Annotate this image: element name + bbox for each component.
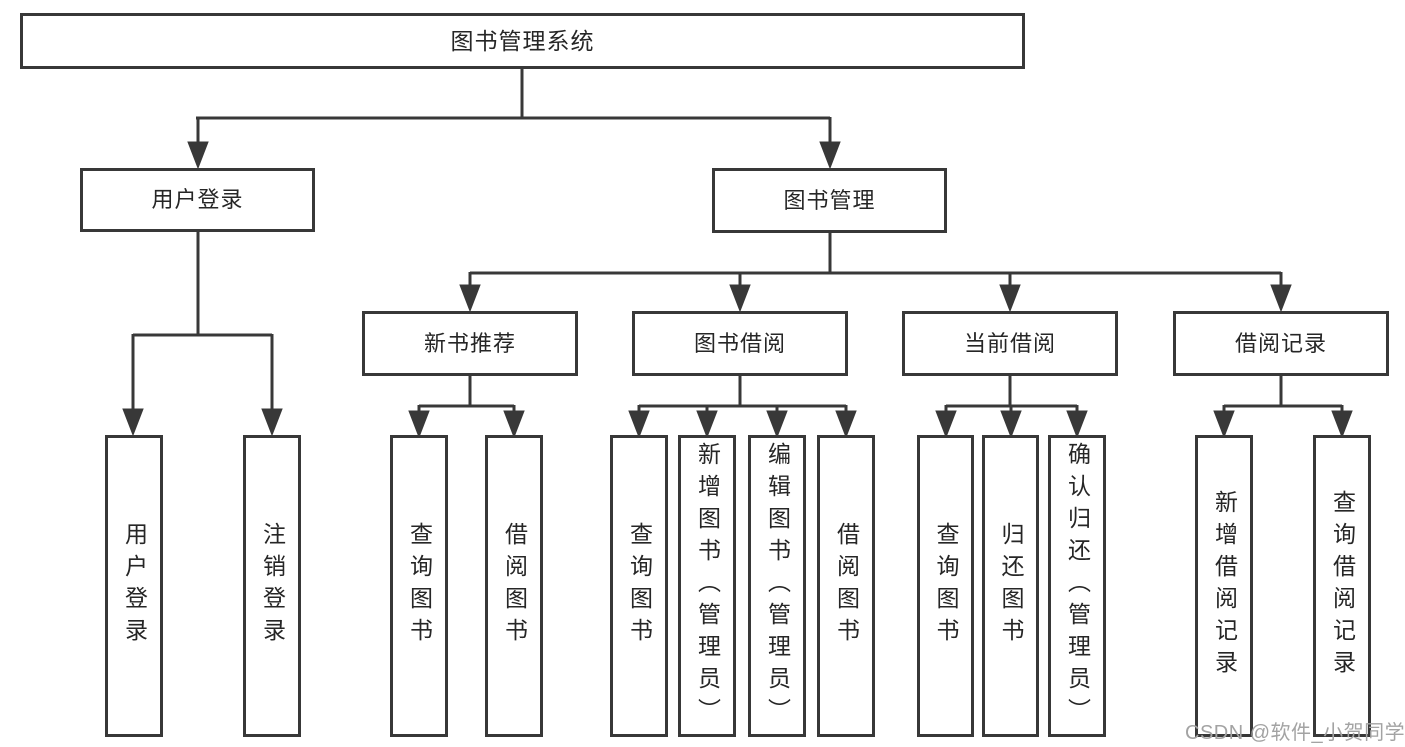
leaf-label: 归还图书 xyxy=(998,522,1024,650)
leaf-logout-login: 注销登录 xyxy=(243,435,301,737)
leaf-label: 查询图书 xyxy=(626,522,653,650)
connector-book-borrow-children xyxy=(628,376,857,439)
leaf-add-books-admin: 新增图书（管理员） xyxy=(678,435,736,737)
leaf-edit-books-admin: 编辑图书（管理员） xyxy=(748,435,806,737)
leaf-label: 查询图书 xyxy=(406,522,433,650)
leaf-label: 用户登录 xyxy=(121,522,148,650)
connector-book-management-children xyxy=(459,233,1292,313)
leaf-confirm-return-admin: 确认归还（管理员） xyxy=(1048,435,1106,737)
node-book-management: 图书管理 xyxy=(712,168,947,233)
node-book-borrow: 图书借阅 xyxy=(632,311,848,376)
csdn-watermark: CSDN @软件_小贺同学 xyxy=(1185,722,1405,744)
node-new-book-recommend: 新书推荐 xyxy=(362,311,578,376)
leaf-label: 借阅图书 xyxy=(833,522,860,650)
leaf-query-books-borrow: 查询图书 xyxy=(610,435,668,737)
leaf-query-books-current: 查询图书 xyxy=(917,435,974,737)
node-user-login: 用户登录 xyxy=(80,168,315,232)
node-current-borrow: 当前借阅 xyxy=(902,311,1118,376)
leaf-borrow-books: 借阅图书 xyxy=(817,435,875,737)
leaf-user-login: 用户登录 xyxy=(105,435,163,737)
leaf-label: 注销登录 xyxy=(259,522,286,650)
leaf-borrow-books-recommend: 借阅图书 xyxy=(485,435,543,737)
connector-current-borrow-children xyxy=(935,376,1088,439)
leaf-label: 借阅图书 xyxy=(501,522,528,650)
connector-borrow-records-children xyxy=(1213,376,1353,439)
leaf-label: 编辑图书（管理员） xyxy=(764,442,791,730)
leaf-label: 查询借阅记录 xyxy=(1329,490,1356,682)
leaf-query-borrow-record: 查询借阅记录 xyxy=(1313,435,1371,737)
connector-new-book-recommend-children xyxy=(408,376,525,439)
leaf-return-books: 归还图书 xyxy=(982,435,1039,737)
leaf-add-borrow-record: 新增借阅记录 xyxy=(1195,435,1253,737)
node-borrow-records: 借阅记录 xyxy=(1173,311,1389,376)
leaf-query-books-recommend: 查询图书 xyxy=(390,435,448,737)
leaf-label: 新增借阅记录 xyxy=(1211,490,1238,682)
leaf-label: 新增图书（管理员） xyxy=(694,442,721,730)
leaf-label: 查询图书 xyxy=(933,522,959,650)
connector-root-to-level2 xyxy=(187,69,841,170)
node-library-management-system: 图书管理系统 xyxy=(20,13,1025,69)
leaf-label: 确认归还（管理员） xyxy=(1064,442,1091,730)
connector-user-login-children xyxy=(122,232,283,437)
